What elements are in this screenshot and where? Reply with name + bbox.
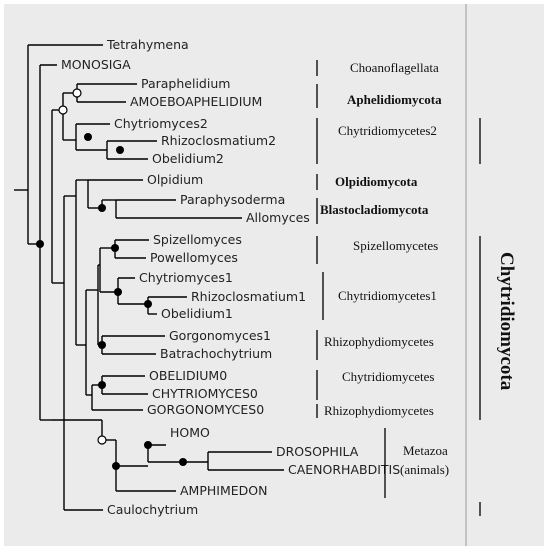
tip-label-paraphelidium: Paraphelidium [141,76,230,91]
group-label-rhizophydiomycetes: Rhizophydiomycetes [324,334,434,349]
support-node-filled [112,462,120,470]
phylum-label-chytridiomycota: Chytridiomycota [496,252,517,391]
group-brackets [316,60,481,516]
tip-label-amoeboaphelidium: AMOEBOAPHELIDIUM [130,94,262,109]
group-label-animals: (animals) [400,462,449,477]
tip-labels: Tetrahymena MONOSIGA Paraphelidium AMOEB… [61,37,400,517]
tip-label-rhizoclosmatium1: Rhizoclosmatium1 [191,289,306,304]
tip-label-paraphysoderma: Paraphysoderma [180,192,285,207]
tip-label-drosophila: DROSOPHILA [276,444,359,459]
group-labels: Choanoflagellata Aphelidiomycota Chytrid… [320,60,517,477]
tip-label-spizellomyces: Spizellomyces [153,232,242,247]
group-label-metazoa: Metazoa [403,443,448,458]
tip-label-chytriomyces0: CHYTRIOMYCES0 [152,386,258,401]
group-label-rhizophydiomycetes: Rhizophydiomycetes [324,403,434,418]
group-label-aphelidiomycota: Aphelidiomycota [347,92,442,107]
support-node-filled [111,244,119,252]
support-node-filled [144,441,152,449]
group-label-olpidiomycota: Olpidiomycota [335,174,418,189]
support-node-open [58,105,68,115]
tip-label-powellomyces: Powellomyces [150,250,238,265]
node-markers [36,88,187,470]
tip-label-caulochytrium: Caulochytrium [107,502,198,517]
tip-label-gorgonomyces1: Gorgonomyces1 [169,328,271,343]
tip-label-monosiga: MONOSIGA [61,57,131,72]
support-node-open [97,435,107,445]
support-node-open [72,88,82,98]
tip-label-homo: HOMO [170,425,210,440]
group-label-spizellomycetes: Spizellomycetes [353,238,438,253]
tip-label-obelidium2: Obelidium2 [152,151,224,166]
tip-label-chytriomyces1: Chytriomyces1 [139,270,233,285]
group-label-chytridiomycetes1: Chytridiomycetes1 [338,288,437,303]
support-node-filled [98,204,106,212]
tip-label-allomyces: Allomyces [246,210,310,225]
tip-label-caenorhabditis: CAENORHABDITIS [288,462,400,477]
tip-label-tetrahymena: Tetrahymena [106,37,189,52]
figure-background [4,4,544,546]
group-label-choanoflagellata: Choanoflagellata [350,60,439,75]
group-label-blastocladiomycota: Blastocladiomycota [320,202,429,217]
tip-label-olpidium: Olpidium [147,172,203,187]
tip-label-obelidium1: Obelidium1 [161,306,233,321]
tip-label-rhizoclosmatium2: Rhizoclosmatium2 [161,133,276,148]
group-label-chytridiomycetes2: Chytridiomycetes2 [338,123,437,138]
group-label-chytridiomycetes: Chytridiomycetes [342,369,434,384]
tip-label-chytriomyces2: Chytriomyces2 [114,116,208,131]
support-node-filled [116,146,124,154]
tip-label-obelidium0: OBELIDIUM0 [149,368,227,383]
support-node-filled [179,458,187,466]
support-node-filled [98,381,106,389]
support-node-filled [36,240,44,248]
tip-label-gorgonomyces0: GORGONOMYCES0 [147,402,264,417]
support-node-filled [84,133,92,141]
support-node-filled [98,341,106,349]
support-node-filled [144,300,152,308]
tip-label-amphimedon: AMPHIMEDON [180,483,267,498]
support-node-filled [114,288,122,296]
tip-label-batrachochytrium: Batrachochytrium [160,346,272,361]
